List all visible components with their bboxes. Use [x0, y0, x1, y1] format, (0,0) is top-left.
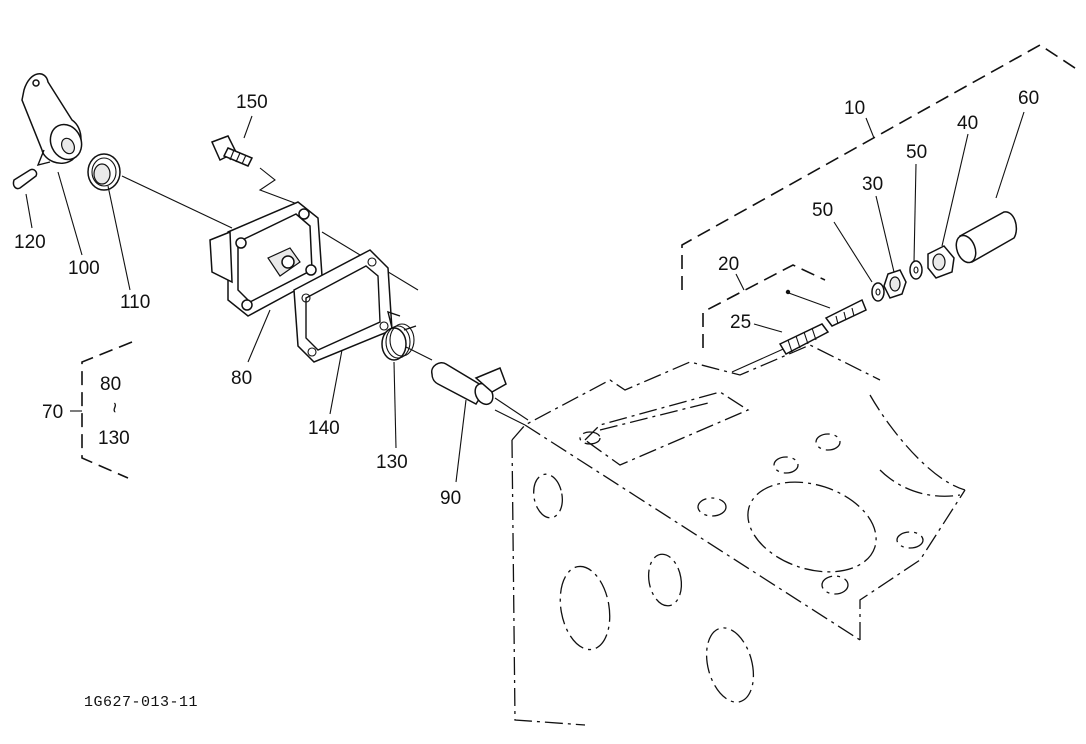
callout-90: 90 — [440, 488, 461, 509]
alignment-lines — [121, 167, 831, 421]
assembly-10-outline — [681, 44, 1079, 290]
callout-140: 140 — [308, 418, 340, 439]
callout-40: 40 — [957, 113, 978, 134]
part-40-cap-nut — [927, 245, 955, 279]
leader-lines — [25, 111, 1025, 483]
callout-120: 120 — [14, 232, 46, 253]
group70-from: 80 — [100, 374, 121, 395]
part-25-spring — [778, 323, 830, 355]
part-60-cap — [955, 211, 1018, 264]
callout-25: 25 — [730, 312, 751, 333]
callout-150: 150 — [236, 92, 268, 113]
callouts: 150 120 100 110 80 140 130 90 10 20 25 5… — [14, 88, 1039, 509]
callout-110: 110 — [120, 292, 150, 313]
callout-20: 20 — [718, 254, 739, 275]
callout-50-upper: 50 — [906, 142, 927, 163]
part-150-bolt — [210, 135, 254, 167]
part-50-washer-b — [909, 260, 923, 280]
group70-to: 130 — [98, 428, 130, 449]
part-30-nut — [883, 269, 907, 299]
drawing-code: 1G627-013-11 — [84, 694, 198, 711]
part-90-shaft — [431, 362, 507, 406]
callout-80: 80 — [231, 368, 252, 389]
part-100-lever — [21, 73, 83, 167]
part-120-pin — [12, 168, 38, 190]
callout-10: 10 — [844, 98, 865, 119]
part-110-bushing — [87, 153, 121, 191]
part-130-spring — [381, 310, 417, 361]
part-50-washer-a — [871, 282, 885, 302]
callout-70: 70 — [42, 402, 63, 423]
group70-tilde: ~ — [103, 402, 124, 413]
callout-130: 130 — [376, 452, 408, 473]
engine-block — [494, 344, 966, 726]
assembly-20-outline — [702, 264, 826, 348]
callout-100: 100 — [68, 258, 100, 279]
part-20-needle — [785, 289, 867, 327]
assembly-70-bracket — [81, 341, 133, 479]
callout-60: 60 — [1018, 88, 1039, 109]
callout-50-lower: 50 — [812, 200, 833, 221]
callout-30: 30 — [862, 174, 883, 195]
